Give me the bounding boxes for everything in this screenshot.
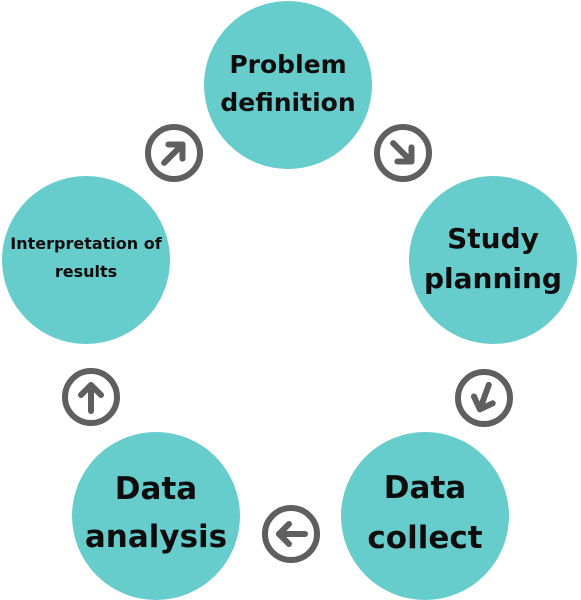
- node-data-collect-label: Data collect: [367, 470, 483, 556]
- arrow-left-icon: [261, 504, 321, 564]
- node-data-analysis-label: Data analysis: [84, 471, 228, 555]
- arrow-up-right-icon: [144, 123, 204, 183]
- arrow-down-left-icon: [454, 368, 514, 428]
- node-interpretation-of-results-label: Interpretation of results: [10, 234, 162, 281]
- node-problem-definition: Problem definition: [204, 1, 372, 169]
- node-data-analysis: Data analysis: [72, 432, 240, 600]
- node-interpretation-of-results: Interpretation of results: [2, 176, 170, 344]
- node-study-planning-label: Study planning: [424, 222, 562, 295]
- node-study-planning: Study planning: [409, 176, 577, 344]
- node-problem-definition-label: Problem definition: [220, 50, 356, 117]
- arrow-up-icon: [61, 367, 121, 427]
- arrow-down-right-icon: [373, 123, 433, 183]
- node-data-collect: Data collect: [341, 432, 509, 600]
